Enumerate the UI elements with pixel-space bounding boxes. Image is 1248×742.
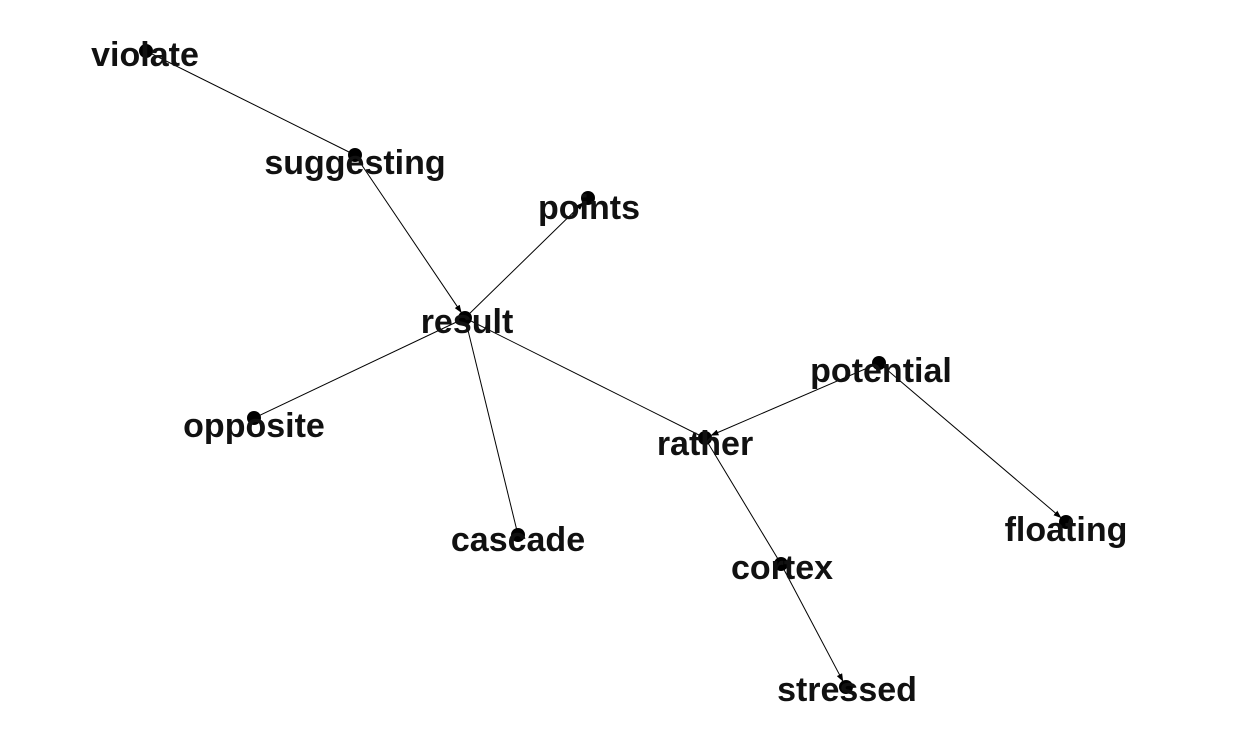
node-label-potential: potential: [810, 352, 952, 390]
node-label-stressed: stressed: [777, 671, 917, 709]
edge-suggesting-result: [354, 154, 462, 314]
node-result: [458, 311, 472, 325]
node-label-violate: violate: [91, 36, 199, 74]
node-violate: [139, 44, 153, 58]
node-suggesting: [348, 148, 362, 162]
node-cortex: [774, 557, 788, 571]
node-label-cascade: cascade: [451, 521, 585, 559]
node-floating: [1059, 515, 1073, 529]
node-label-cortex: cortex: [731, 549, 833, 587]
node-label-floating: floating: [1005, 511, 1128, 549]
node-points: [581, 191, 595, 205]
edge-result-points: [464, 202, 584, 319]
nodes-layer: [139, 44, 1073, 694]
edges-layer: [145, 50, 1062, 682]
edge-result-rather: [464, 317, 706, 439]
edge-rather-cortex: [704, 437, 782, 565]
node-label-points: points: [538, 189, 640, 227]
node-label-opposite: opposite: [183, 407, 325, 445]
node-label-result: result: [421, 303, 514, 341]
node-stressed: [839, 680, 853, 694]
node-cascade: [511, 528, 525, 542]
edge-violate-suggesting: [145, 50, 356, 156]
node-potential: [872, 356, 886, 370]
node-label-suggesting: suggesting: [264, 144, 445, 182]
edge-cortex-stressed: [780, 563, 844, 682]
labels-layer: violate suggesting points result potential op…: [91, 36, 1127, 709]
edge-result-opposite: [253, 317, 466, 419]
node-rather: [698, 431, 712, 445]
node-label-rather: rather: [657, 425, 753, 463]
edge-result-cascade: [464, 317, 519, 536]
edge-potential-rather: [710, 362, 880, 436]
node-opposite: [247, 411, 261, 425]
edge-potential-floating: [878, 362, 1062, 519]
